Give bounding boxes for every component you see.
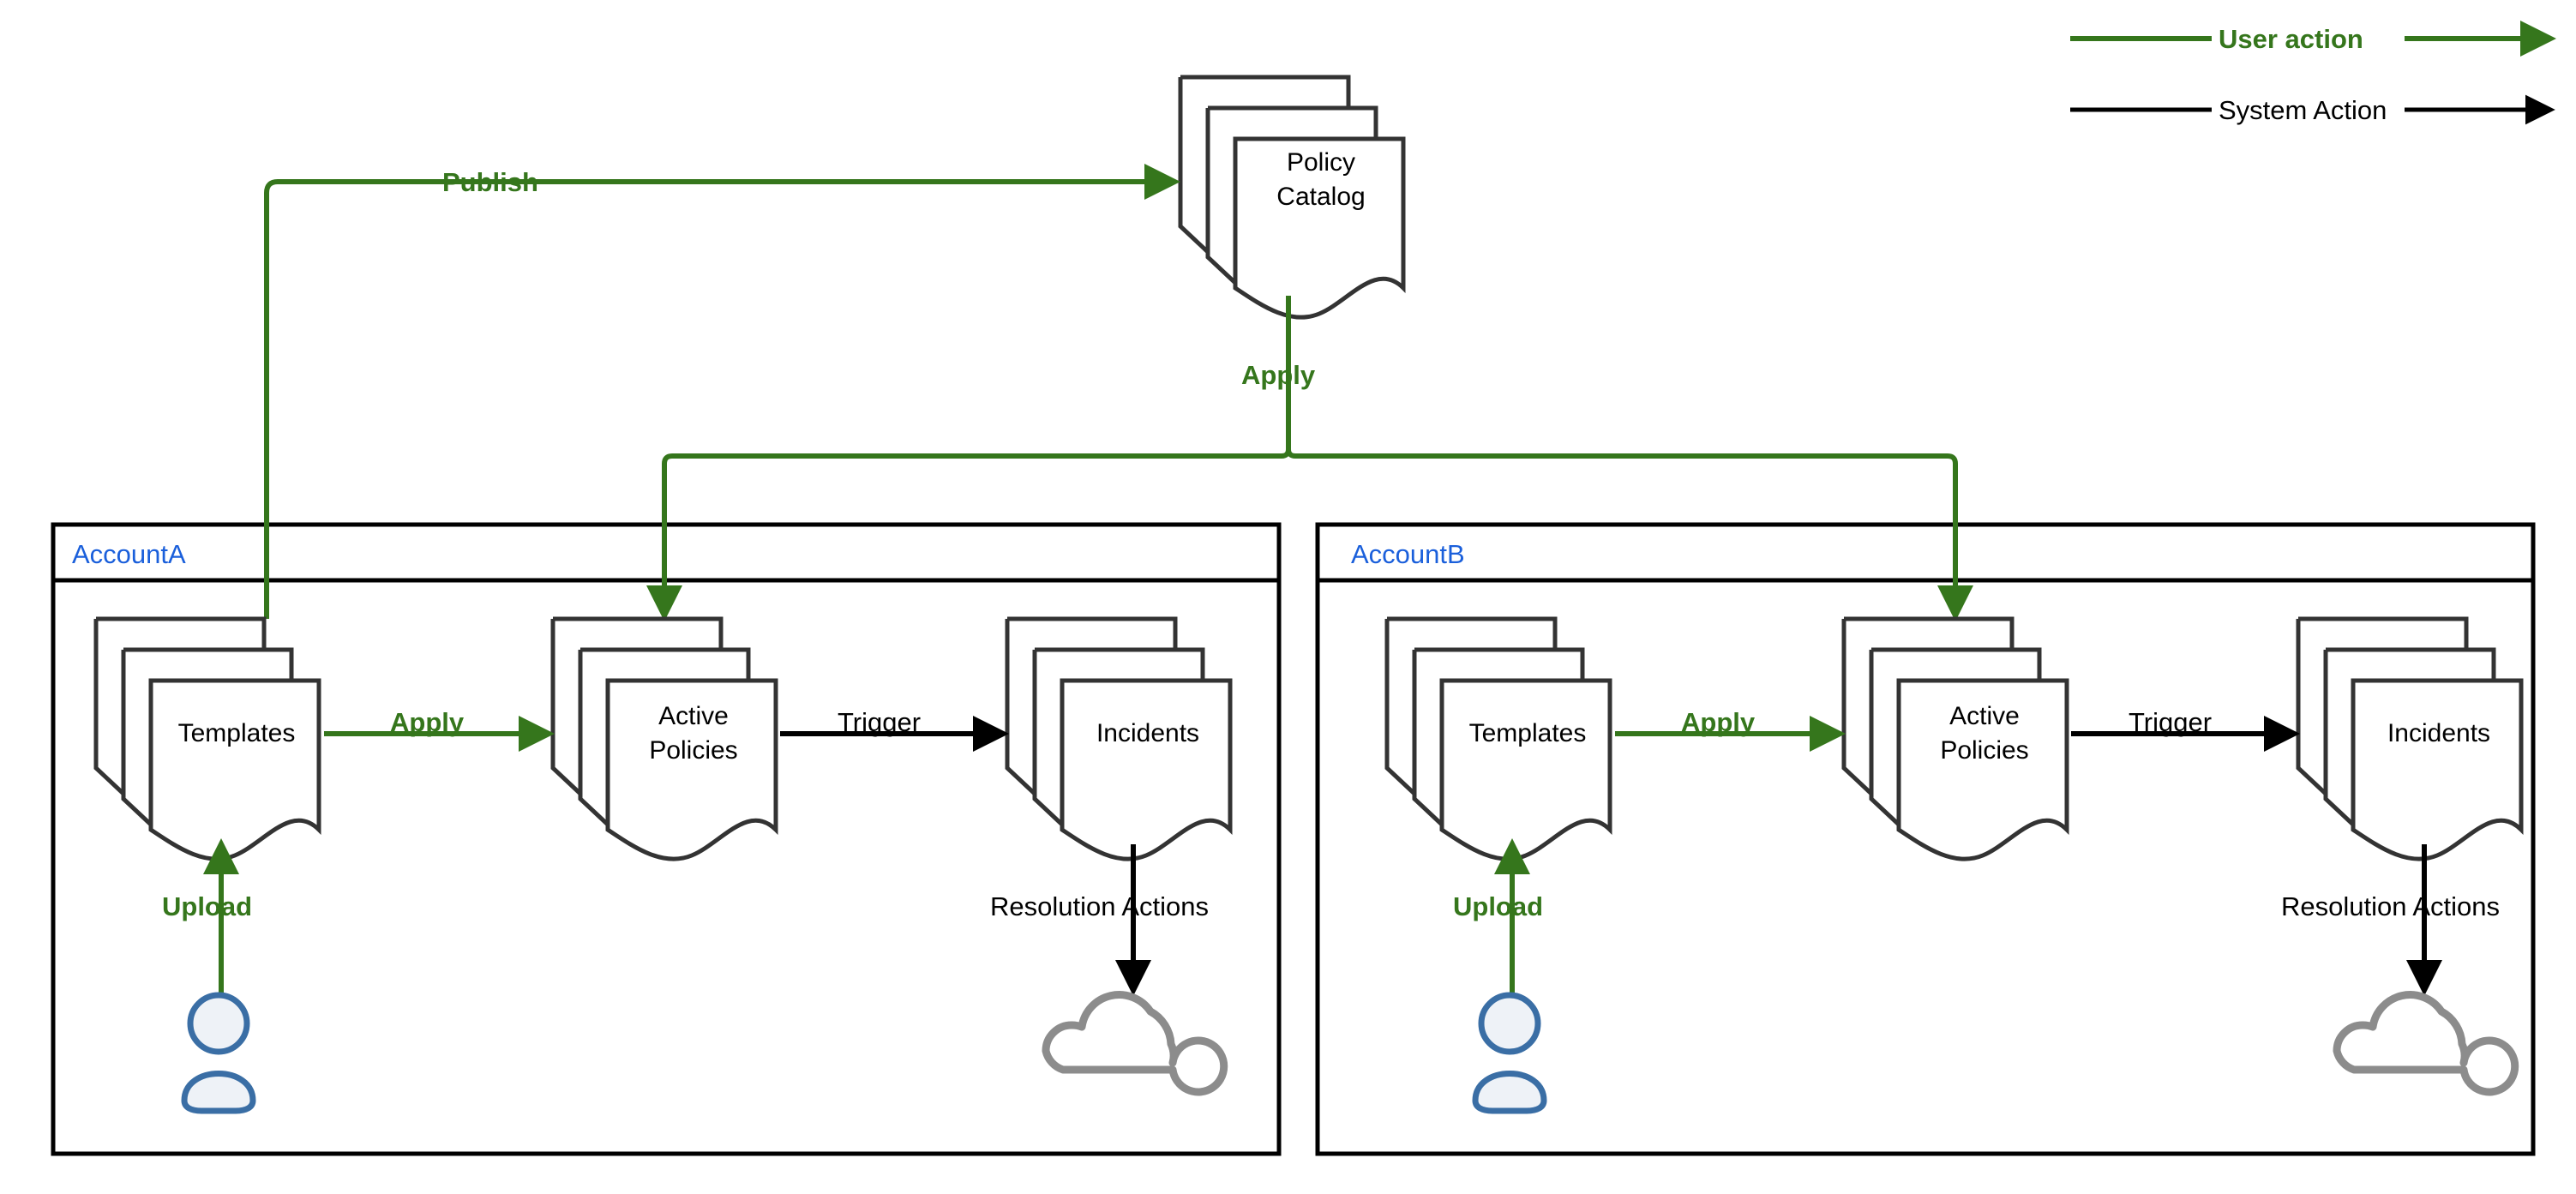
- legend-label-user-action: User action: [2219, 24, 2363, 54]
- policy-catalog-label-line2: Catalog: [1276, 183, 1366, 211]
- account-a-title: AccountA: [72, 539, 186, 569]
- edge-publish: [264, 164, 1180, 619]
- active-policies-label-a-line1: Active: [658, 702, 729, 730]
- account-b-title: AccountB: [1351, 539, 1465, 569]
- actor-a[interactable]: [184, 995, 253, 1111]
- legend-label-system-action: System Action: [2219, 95, 2387, 125]
- policy-catalog-label-line1: Policy: [1286, 148, 1356, 177]
- templates-label-b: Templates: [1468, 719, 1587, 747]
- edge-label-upload-a: Upload: [162, 891, 253, 921]
- active-policies-label-b-line1: Active: [1949, 702, 2020, 730]
- edge-label-upload-b: Upload: [1453, 891, 1544, 921]
- edge-label-publish: Publish: [442, 167, 538, 197]
- incidents-label-a: Incidents: [1096, 719, 1200, 747]
- incidents-label-b: Incidents: [2387, 719, 2491, 747]
- edge-label-resolution-b: Resolution Actions: [2281, 891, 2501, 921]
- templates-label-a: Templates: [177, 719, 296, 747]
- edge-label-trigger-b: Trigger: [2129, 707, 2213, 737]
- edge-label-resolution-a: Resolution Actions: [990, 891, 1210, 921]
- edge-label-apply-b: Apply: [1681, 707, 1756, 737]
- edge-label-apply-a: Apply: [390, 707, 465, 737]
- account-container-b-box: [1315, 522, 2536, 1156]
- edge-label-apply-global: Apply: [1241, 360, 1316, 390]
- active-policies-label-a-line2: Policies: [649, 736, 738, 765]
- cloud-a[interactable]: [1046, 995, 1224, 1092]
- actor-b[interactable]: [1475, 995, 1544, 1111]
- active-policies-label-b-line2: Policies: [1940, 736, 2029, 765]
- cloud-b[interactable]: [2337, 995, 2515, 1092]
- edge-apply-global: [646, 296, 1973, 621]
- edge-label-trigger-a: Trigger: [838, 707, 922, 737]
